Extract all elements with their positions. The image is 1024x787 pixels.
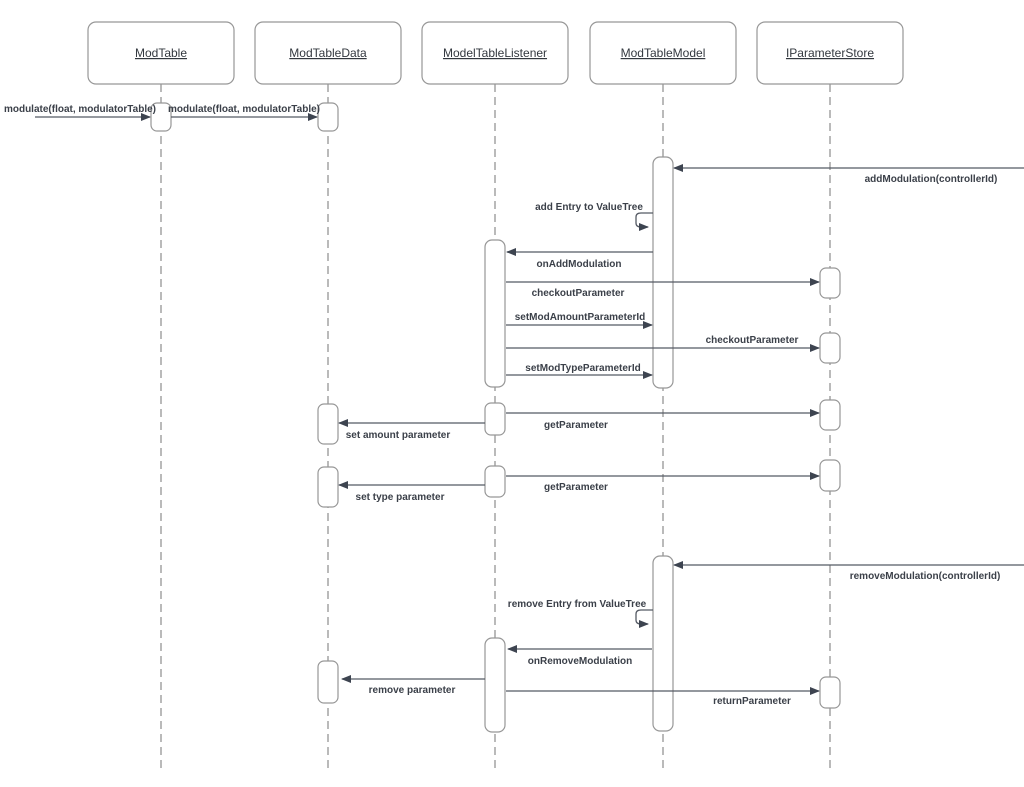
participant-box	[87, 21, 235, 85]
message-label: setModTypeParameterId	[525, 363, 640, 374]
activation-modtablemodel-remove	[652, 555, 674, 732]
activation-paramstore-checkout1	[819, 267, 841, 299]
message-onaddmodulation: onAddModulation	[506, 248, 653, 270]
activation-modtabledata-amount	[317, 403, 339, 445]
message-returnparameter: returnParameter	[506, 687, 820, 707]
activation-listener-add	[484, 239, 506, 388]
message-label: checkoutParameter	[706, 335, 799, 346]
participant-modtablemodel: ModTableModel	[589, 21, 737, 85]
activation-paramstore-get2	[819, 459, 841, 492]
participant-modeltablelistener: ModelTableListener	[421, 21, 569, 85]
message-label: set amount parameter	[346, 430, 451, 441]
message-label: getParameter	[544, 482, 608, 493]
participant-box	[421, 21, 569, 85]
message-label: removeModulation(controllerId)	[850, 571, 1001, 582]
self-message-loop	[635, 212, 653, 231]
self-message-loop	[635, 609, 653, 628]
message-label: remove Entry from ValueTree	[508, 599, 647, 610]
message-modulate-to-data: modulate(float, modulatorTable)	[168, 104, 320, 121]
activation-listener-get2	[484, 465, 506, 498]
participant-modtabledata: ModTableData	[254, 21, 402, 85]
message-label: modulate(float, modulatorTable)	[4, 104, 156, 115]
participant-label: ModTableModel	[621, 46, 706, 60]
message-onremovemodulation: onRemoveModulation	[507, 645, 652, 667]
message-set-amount-parameter: set amount parameter	[338, 419, 485, 441]
message-label: remove parameter	[369, 685, 456, 696]
activation-listener-remove	[484, 637, 506, 733]
message-setmodtypeparameterid: setModTypeParameterId	[506, 363, 653, 379]
message-label: add Entry to ValueTree	[535, 202, 643, 213]
message-addmodulation: addModulation(controllerId)	[673, 164, 1024, 185]
activation-modtablemodel-add	[652, 156, 674, 389]
participant-box	[756, 21, 904, 85]
message-label: returnParameter	[713, 696, 791, 707]
message-checkoutparameter-1: checkoutParameter	[506, 278, 820, 299]
activation-paramstore-get1	[819, 399, 841, 431]
participant-label: ModelTableListener	[443, 46, 547, 60]
activation-paramstore-return	[819, 676, 841, 709]
message-getparameter-1: getParameter	[506, 409, 820, 431]
message-modulate-external: modulate(float, modulatorTable)	[4, 104, 156, 121]
participant-label: ModTable	[135, 46, 187, 60]
activation-modtabledata	[317, 102, 339, 132]
activation-modtabledata-remove	[317, 660, 339, 704]
activation-paramstore-checkout2	[819, 332, 841, 364]
message-removemodulation: removeModulation(controllerId)	[673, 561, 1024, 582]
message-label: checkoutParameter	[532, 288, 625, 299]
message-setmodamountparameterid: setModAmountParameterId	[506, 312, 653, 329]
activation-listener-get1	[484, 402, 506, 436]
participant-box	[589, 21, 737, 85]
message-label: onAddModulation	[537, 259, 622, 270]
participant-modtable: ModTable	[87, 21, 235, 85]
message-remove-parameter: remove parameter	[341, 675, 485, 696]
participant-box	[254, 21, 402, 85]
message-getparameter-2: getParameter	[506, 472, 820, 493]
participant-iparameterstore: IParameterStore	[756, 21, 904, 85]
message-label: onRemoveModulation	[528, 656, 632, 667]
message-label: addModulation(controllerId)	[865, 174, 998, 185]
message-set-type-parameter: set type parameter	[338, 481, 485, 503]
participant-label: ModTableData	[289, 46, 367, 60]
activation-modtabledata-type	[317, 466, 339, 508]
message-label: getParameter	[544, 420, 608, 431]
message-checkoutparameter-2: checkoutParameter	[506, 335, 820, 352]
participant-label: IParameterStore	[786, 46, 874, 60]
message-label: set type parameter	[356, 492, 445, 503]
message-label: setModAmountParameterId	[515, 312, 646, 323]
message-add-entry-valuetree: add Entry to ValueTree	[535, 202, 653, 231]
message-label: modulate(float, modulatorTable)	[168, 104, 320, 115]
message-remove-entry-valuetree: remove Entry from ValueTree	[508, 599, 653, 628]
